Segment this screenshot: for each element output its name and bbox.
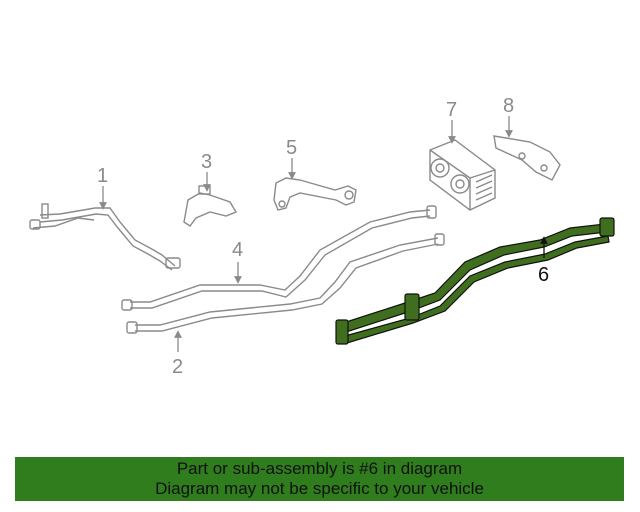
- callout-5[interactable]: 5: [286, 137, 298, 159]
- callout-2[interactable]: 2: [172, 356, 184, 378]
- part-2-cooler-line[interactable]: [126, 233, 445, 334]
- part-7-oil-cooler[interactable]: [429, 139, 496, 211]
- part-5-bracket[interactable]: [273, 177, 357, 211]
- part-6-hose-assembly-highlighted[interactable]: [335, 217, 615, 345]
- callout-6[interactable]: 6: [538, 264, 550, 286]
- part-3-bracket[interactable]: [183, 185, 238, 227]
- part-1-hose-assembly[interactable]: [29, 203, 181, 271]
- parts-diagram: [29, 116, 615, 352]
- part-8-mounting-bracket[interactable]: [493, 135, 561, 181]
- callout-4[interactable]: 4: [232, 239, 244, 261]
- part-4-cooler-line[interactable]: [121, 205, 437, 311]
- callout-7[interactable]: 7: [446, 99, 458, 121]
- callout-3[interactable]: 3: [201, 151, 213, 173]
- callout-1[interactable]: 1: [97, 165, 109, 187]
- callout-8[interactable]: 8: [503, 95, 515, 117]
- banner-line-2: Diagram may not be specific to your vehi…: [155, 479, 484, 498]
- notice-banner: Part or sub-assembly is #6 in diagram Di…: [15, 457, 624, 501]
- banner-line-1: Part or sub-assembly is #6 in diagram: [176, 459, 463, 478]
